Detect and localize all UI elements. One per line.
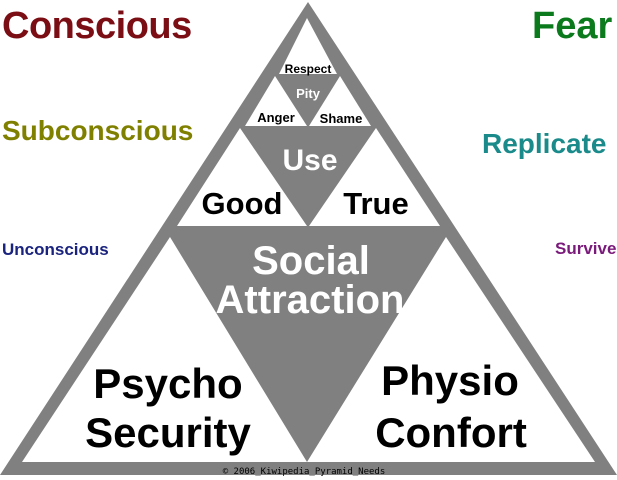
- social-text: Social: [252, 239, 370, 283]
- conscious-label: Conscious: [2, 5, 192, 47]
- security-text: Security: [85, 409, 251, 456]
- copyright-text: © 2006_Kiwipedia_Pyramid_Needs: [223, 467, 386, 477]
- good-segment: [177, 128, 307, 226]
- attraction-text: Attraction: [216, 278, 405, 322]
- shame-text: Shame: [320, 111, 363, 126]
- fear-label: Fear: [532, 5, 613, 47]
- pity-text: Pity: [296, 86, 321, 101]
- use-text: Use: [282, 144, 337, 177]
- physio-confort-segment: [307, 237, 595, 462]
- subconscious-label: Subconscious: [2, 115, 194, 146]
- shame-segment: [309, 76, 371, 126]
- psycho-text: Psycho: [93, 360, 242, 407]
- true-text: True: [343, 186, 408, 221]
- psycho-security-segment: [22, 237, 307, 462]
- replicate-label: Replicate: [482, 128, 607, 159]
- physio-text: Physio: [381, 357, 519, 404]
- good-text: Good: [202, 186, 283, 221]
- respect-text: Respect: [285, 62, 332, 76]
- true-segment: [309, 128, 440, 226]
- confort-text: Confort: [375, 409, 527, 456]
- anger-text: Anger: [257, 110, 295, 125]
- anger-segment: [245, 76, 307, 126]
- survive-label: Survive: [555, 239, 617, 258]
- respect-segment: [279, 18, 337, 74]
- unconscious-label: Unconscious: [2, 240, 109, 259]
